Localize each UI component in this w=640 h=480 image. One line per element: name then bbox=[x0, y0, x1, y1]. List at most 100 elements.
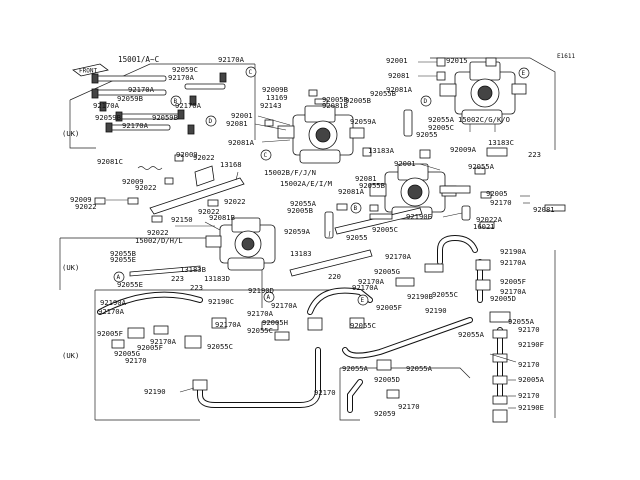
label-92081b-1: 92081B bbox=[322, 101, 348, 110]
label-92005d-1: 92005D bbox=[490, 294, 516, 303]
label-92170a-15: 92170A bbox=[500, 258, 527, 267]
label-15002a-e-i-m: 15002A/E/I/M bbox=[280, 179, 333, 188]
label-92005c-1: 92005C bbox=[428, 123, 454, 132]
label-92009a: 92009A bbox=[450, 145, 477, 154]
label-92170-7: 92170 bbox=[398, 402, 420, 411]
label-13183c: 13183C bbox=[488, 138, 514, 147]
label-92022-6: 92022 bbox=[147, 228, 169, 237]
label-92005g-1: 92005G bbox=[114, 349, 140, 358]
callout-circles: B D C C D E B A A E bbox=[113, 66, 530, 306]
uk-mark-1: (UK) bbox=[62, 129, 79, 138]
label-92190e-1: 92190E bbox=[406, 212, 432, 221]
label-92170a-3: 92170A bbox=[128, 85, 155, 94]
linkage-parts bbox=[91, 57, 566, 277]
label-92005b-1: 92005B bbox=[322, 95, 348, 104]
carburetor-body-lower-left bbox=[205, 217, 276, 271]
label-92005g-2: 92005G bbox=[374, 267, 400, 276]
label-92170-2: 92170 bbox=[125, 356, 147, 365]
label-92190-2: 92190 bbox=[425, 306, 447, 315]
part-labels: 15001/A~C 92170A 92059C 92170A 92170A 92… bbox=[70, 55, 555, 418]
label-92055a-7: 92055A bbox=[406, 364, 433, 373]
label-92170a-11: 92170A bbox=[150, 337, 177, 346]
label-15002-d-h-l: 15002/D/H/L bbox=[135, 236, 183, 245]
label-92170a-8: 92170A bbox=[271, 301, 298, 310]
label-15002c-g-k-o: 15002C/G/K/O bbox=[458, 115, 510, 124]
label-92055a-2: 92055A bbox=[468, 162, 495, 171]
label-223-3: 223 bbox=[190, 283, 203, 292]
label-92081a-2: 92081A bbox=[386, 85, 413, 94]
label-13183: 13183 bbox=[290, 249, 312, 258]
label-92055-2: 92055 bbox=[346, 233, 368, 242]
label-92005h: 92005H bbox=[262, 318, 288, 327]
label-13183d: 13183D bbox=[204, 274, 230, 283]
uk-mark-3: (UK) bbox=[62, 351, 79, 360]
hose-fittings bbox=[111, 259, 511, 423]
label-92055e-1: 92055E bbox=[110, 255, 136, 264]
label-92055c-1: 92055C bbox=[247, 326, 273, 335]
label-92022-4: 92022 bbox=[224, 197, 246, 206]
callout-e-1: E bbox=[522, 70, 526, 77]
label-92005d-2: 92005D bbox=[374, 375, 400, 384]
callout-d-1: D bbox=[209, 118, 213, 125]
label-92170a-14: 92170A bbox=[352, 283, 379, 292]
label-15002b-f-j-n: 15002B/F/J/N bbox=[264, 168, 316, 177]
label-92081c: 92081C bbox=[97, 157, 123, 166]
label-92055c-2: 92055C bbox=[207, 342, 233, 351]
label-92055a-1: 92055A bbox=[428, 115, 455, 124]
label-92170a-7: 92170A bbox=[98, 307, 125, 316]
label-92170-4: 92170 bbox=[518, 360, 540, 369]
label-92170a-6: 92170A bbox=[122, 121, 149, 130]
label-92055b-2: 92055B bbox=[359, 181, 385, 190]
carburetor-body-middle-upper bbox=[277, 105, 365, 164]
label-92009-3: 92009 bbox=[70, 195, 92, 204]
label-92081a-3: 92081A bbox=[338, 187, 365, 196]
label-92005f-2: 92005F bbox=[137, 343, 163, 352]
front-direction-badge: FRONT bbox=[72, 63, 109, 77]
label-92170-1: 92170 bbox=[490, 198, 512, 207]
label-92055b-3: 92055B bbox=[110, 249, 136, 258]
label-92055c-3: 92055C bbox=[432, 290, 458, 299]
label-92170-3: 92170 bbox=[518, 325, 540, 334]
label-92005a: 92005A bbox=[518, 375, 545, 384]
label-92190-1: 92190 bbox=[144, 387, 166, 396]
callout-b-2: B bbox=[354, 205, 358, 212]
label-92055-1: 92055 bbox=[416, 130, 438, 139]
label-92170a-5: 92170A bbox=[175, 101, 202, 110]
label-92055a-6: 92055A bbox=[342, 364, 369, 373]
label-92190a-1: 92190A bbox=[100, 298, 127, 307]
label-92059c: 92059C bbox=[172, 65, 198, 74]
label-92001-1: 92001 bbox=[231, 111, 253, 120]
label-92059b: 92059B bbox=[117, 94, 143, 103]
label-92059a-2: 92059A bbox=[284, 227, 311, 236]
label-13169: 13169 bbox=[266, 93, 288, 102]
label-92009-1: 92009 bbox=[176, 150, 198, 159]
label-92009-2: 92009 bbox=[122, 177, 144, 186]
callout-a-1: A bbox=[117, 274, 121, 281]
label-92170a-13: 92170A bbox=[358, 277, 385, 286]
label-92001-3: 92001 bbox=[394, 159, 416, 168]
label-92170a-2: 92170A bbox=[168, 73, 195, 82]
label-15001-a-c: 15001/A~C bbox=[118, 55, 159, 64]
label-92059b-3: 92059B bbox=[152, 113, 178, 122]
label-92005f-3: 92005F bbox=[376, 303, 402, 312]
label-92190e-2: 92190E bbox=[518, 403, 544, 412]
callout-c-1: C bbox=[249, 69, 253, 76]
label-92005c-2: 92005C bbox=[372, 225, 398, 234]
label-92081-1: 92081 bbox=[226, 119, 248, 128]
label-92005-1: 92005 bbox=[486, 189, 508, 198]
label-13168: 13168 bbox=[220, 160, 242, 169]
label-92059b-2: 92059B bbox=[95, 113, 121, 122]
label-92022-5: 92022 bbox=[198, 207, 220, 216]
label-92190f: 92190F bbox=[518, 340, 544, 349]
diagram-code: E1611 bbox=[557, 53, 575, 60]
label-92055a-4: 92055A bbox=[508, 317, 535, 326]
label-13183b: 13183B bbox=[180, 265, 206, 274]
label-92170-6: 92170 bbox=[314, 388, 336, 397]
callout-d-2: D bbox=[424, 98, 428, 105]
label-92055a-5: 92055A bbox=[458, 330, 485, 339]
label-92009b: 92009B bbox=[262, 85, 288, 94]
label-92143: 92143 bbox=[260, 101, 282, 110]
label-92170a-1: 92170A bbox=[218, 55, 245, 64]
label-223-2: 223 bbox=[171, 274, 184, 283]
label-92150: 92150 bbox=[171, 215, 193, 224]
